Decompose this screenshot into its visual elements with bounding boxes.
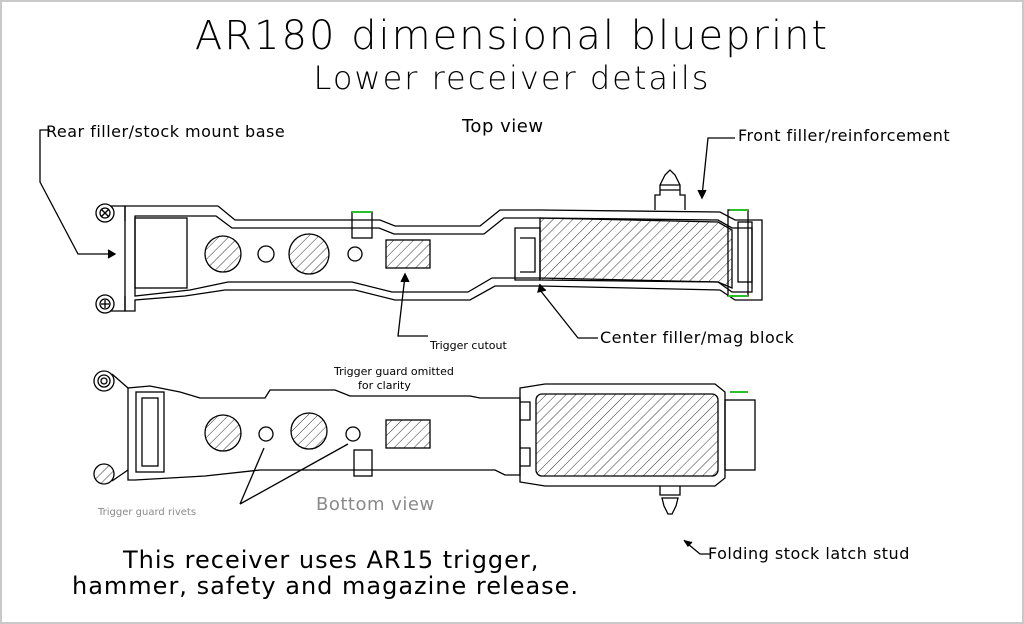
page-subtitle: Lower receiver details [313,59,711,97]
trigger-cutout-label: Trigger cutout [430,339,507,352]
top-view-receiver [95,169,763,314]
bottom-rear-screw-lower [93,463,115,485]
bottom-rear-screw-upper [93,370,115,392]
mag-well-bottom [535,393,719,477]
usage-note-line1: This receiver uses AR15 trigger, [123,546,540,574]
trigger-guard-omitted-line2: for clarity [358,379,411,392]
rear-filler-label: Rear filler/stock mount base [46,122,286,141]
page-title: AR180 dimensional blueprint [194,13,830,59]
rear-screw-upper [95,203,115,223]
front-filler-label: Front filler/reinforcement [738,126,951,145]
top-view-outline [124,205,763,312]
usage-note-line2: hammer, safety and magazine release. [72,572,580,600]
folding-stock-latch-label: Folding stock latch stud [708,544,910,563]
top-view-label: Top view [462,116,544,137]
trigger-cutout-top [385,239,431,269]
bottom-view-outline [127,385,521,481]
mag-block-top [539,217,733,289]
bottom-view-receiver [93,370,756,515]
rear-screw-lower [95,294,115,314]
leader-lines [39,129,735,555]
center-filler-label: Center filler/mag block [600,328,795,347]
trigger-guard-omitted-line1: Trigger guard omitted [334,365,454,378]
trigger-guard-rivets-label: Trigger guard rivets [98,507,197,518]
bottom-view-label: Bottom view [316,494,435,515]
